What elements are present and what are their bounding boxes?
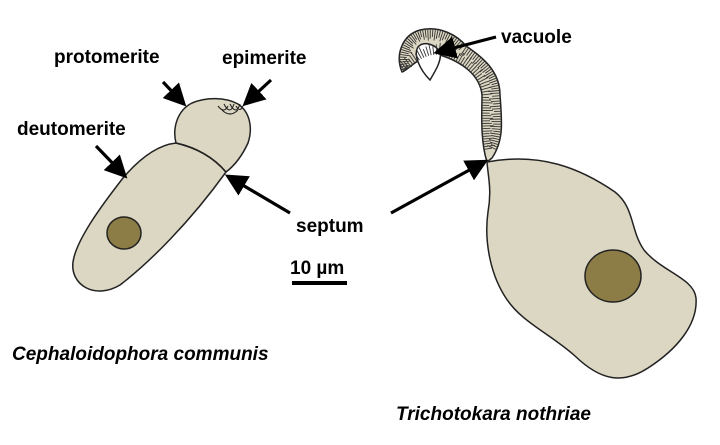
cilium [492, 96, 500, 97]
septum-arrow-left [229, 177, 290, 213]
cilium [492, 109, 501, 110]
left-nucleus [107, 217, 141, 249]
cilium [493, 103, 501, 104]
vacuole-label: vacuole [501, 27, 572, 48]
scale-bar-label: 10 µm [290, 258, 344, 279]
right-nucleus [585, 250, 641, 302]
septum-label: septum [296, 216, 364, 237]
deutomerite-label: deutomerite [17, 119, 126, 140]
septum-arrow-right [391, 162, 484, 213]
epimerite-arrow [246, 80, 271, 103]
protomerite-arrow [163, 82, 183, 103]
species-name-left: Cephaloidophora communis [12, 344, 269, 365]
cilium [491, 114, 501, 115]
protomerite-label: protomerite [54, 47, 160, 68]
species-name-right: Trichotokara nothriae [396, 404, 591, 425]
epimerite-label: epimerite [222, 48, 306, 69]
cilium [482, 133, 489, 134]
cilium [432, 29, 433, 37]
deutomerite-arrow [96, 146, 124, 175]
cilium [490, 126, 501, 127]
cilium [482, 131, 492, 132]
cilium [428, 29, 429, 41]
trichotokara-cell [399, 29, 696, 378]
deutomerite-body [73, 143, 226, 291]
